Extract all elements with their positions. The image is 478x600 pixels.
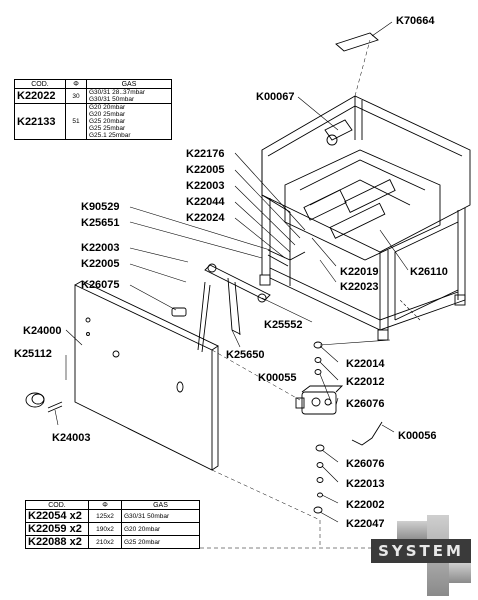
label-K22024: K22024 xyxy=(186,212,225,224)
table-header-row: COD. Φ GAS xyxy=(14,79,172,89)
label-K22044: K22044 xyxy=(186,196,225,208)
col-header-code: COD. xyxy=(25,500,89,510)
frame-cabinet xyxy=(259,95,471,341)
table-row: K22022 30 G30/31 28..37mbar G30/31 50mba… xyxy=(14,88,172,104)
label-K22014: K22014 xyxy=(346,358,385,370)
col-header-phi: Φ xyxy=(65,79,87,89)
label-K22176: K22176 xyxy=(186,148,225,160)
col-header-gas: GAS xyxy=(86,79,172,89)
col-header-phi: Φ xyxy=(88,500,122,510)
gas-line: G20 20mbar xyxy=(89,104,126,111)
injector-nozzle xyxy=(171,307,187,317)
label-K22047: K22047 xyxy=(346,518,385,530)
knob-spindle xyxy=(47,401,63,413)
label-K24000: K24000 xyxy=(23,325,62,337)
label-K22023: K22023 xyxy=(340,281,379,293)
label-K25112: K25112 xyxy=(14,348,52,360)
label-K00055: K00055 xyxy=(258,372,297,384)
label-K24003: K24003 xyxy=(52,432,91,444)
cell-phi: 190x2 xyxy=(88,522,122,536)
system-logo: SYSTEM xyxy=(369,515,473,596)
table-header-row: COD. Φ GAS xyxy=(25,500,200,510)
logo-bar-lower xyxy=(449,563,471,583)
cell-gas: G25 20mbar xyxy=(121,535,200,549)
label-K26076-b: K26076 xyxy=(346,458,385,470)
label-K22019: K22019 xyxy=(340,266,379,278)
label-K26076-a: K26076 xyxy=(346,398,385,410)
thermocouple xyxy=(197,281,211,353)
cell-gas: G20 20mbar xyxy=(121,522,200,536)
table-row: K22059 x2 190x2 G20 20mbar xyxy=(25,522,200,536)
gas-pipe xyxy=(267,249,306,267)
label-K22005-top: K22005 xyxy=(186,164,225,176)
cell-code: K22022 xyxy=(14,88,66,104)
table-row: K22133 51 G20 20mbar G20 25mbar G25 20mb… xyxy=(14,103,172,140)
cell-code: K22054 x2 xyxy=(25,509,89,523)
label-K00067: K00067 xyxy=(256,91,295,103)
cell-gas: G20 20mbar G20 25mbar G25 20mbar G25 25m… xyxy=(86,103,172,140)
label-K25552: K25552 xyxy=(264,319,303,331)
label-K70664: K70664 xyxy=(396,15,435,27)
gas-line: G25.1 25mbar xyxy=(89,132,131,139)
nozzle-table-top: COD. Φ GAS K22022 30 G30/31 28..37mbar G… xyxy=(14,79,172,140)
gas-line: G25 25mbar xyxy=(89,125,126,132)
gas-line: G30/31 28..37mbar xyxy=(89,89,146,96)
label-K90529: K90529 xyxy=(81,201,120,213)
logo-bar-upper xyxy=(397,521,427,541)
cell-phi: 30 xyxy=(65,88,87,104)
cell-gas: G30/31 28..37mbar G30/31 50mbar xyxy=(86,88,172,104)
leader-lines xyxy=(54,21,421,523)
label-K22003-left: K22003 xyxy=(81,242,120,254)
label-K25651: K25651 xyxy=(81,217,120,229)
cell-code: K22133 xyxy=(14,103,66,140)
label-K22003-top: K22003 xyxy=(186,180,225,192)
col-header-gas: GAS xyxy=(121,500,200,510)
col-header-code: COD. xyxy=(14,79,66,89)
control-knob xyxy=(25,392,45,408)
gas-line: G30/31 50mbar xyxy=(89,96,135,103)
label-K26110: K26110 xyxy=(410,266,448,278)
table-row: K22088 x2 210x2 G25 20mbar xyxy=(25,535,200,549)
label-K22012: K22012 xyxy=(346,376,385,388)
label-K00056: K00056 xyxy=(398,430,437,442)
gas-valve xyxy=(295,385,344,415)
label-K22002: K22002 xyxy=(346,499,385,511)
gas-line: G20 25mbar xyxy=(89,111,126,118)
nozzle-table-bottom: COD. Φ GAS K22054 x2 125x2 G30/31 50mbar… xyxy=(25,500,200,549)
cell-code: K22059 x2 xyxy=(25,522,89,536)
cell-phi: 51 xyxy=(65,103,87,140)
cell-phi: 210x2 xyxy=(88,535,122,549)
label-K25650: K25650 xyxy=(226,349,265,361)
ignition-cable xyxy=(351,421,383,446)
cell-gas: G30/31 50mbar xyxy=(121,509,200,523)
logo-text: SYSTEM xyxy=(371,539,471,563)
label-K26075: K26075 xyxy=(81,279,120,291)
bracket-plate xyxy=(335,32,379,52)
gas-line: G25 20mbar xyxy=(89,118,126,125)
cell-phi: 125x2 xyxy=(88,509,122,523)
label-K22005-left: K22005 xyxy=(81,258,120,270)
label-K22013: K22013 xyxy=(346,478,385,490)
small-parts-column xyxy=(313,341,325,514)
cell-code: K22088 x2 xyxy=(25,535,89,549)
table-row: K22054 x2 125x2 G30/31 50mbar xyxy=(25,509,200,523)
